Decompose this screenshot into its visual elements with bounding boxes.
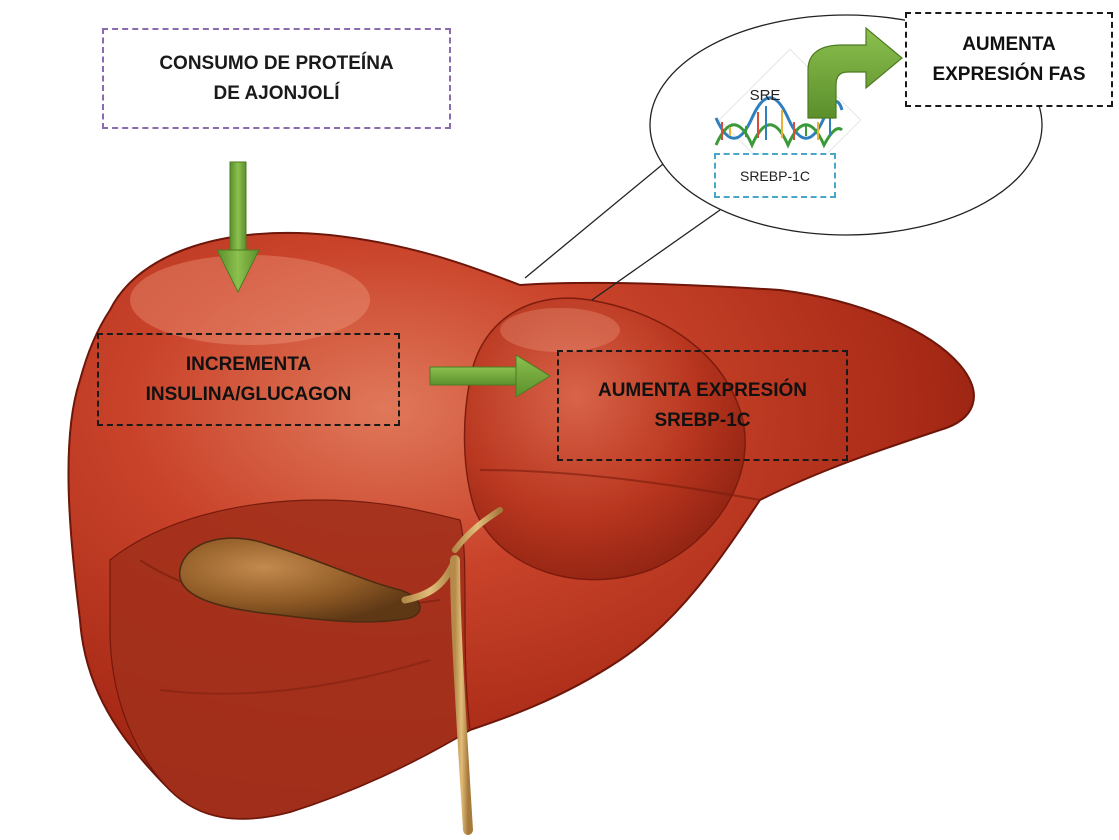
consumo-line2: DE AJONJOLÍ	[159, 79, 393, 109]
insulina-line1: INCREMENTA	[146, 350, 352, 380]
incrementa-insulina-box: INCREMENTA INSULINA/GLUCAGON	[97, 333, 400, 426]
zoom-line-upper	[525, 150, 680, 278]
sre-label: SRE	[730, 87, 800, 104]
fas-line2: EXPRESIÓN FAS	[932, 60, 1085, 90]
aumenta-expresion-fas-box: AUMENTA EXPRESIÓN FAS	[905, 12, 1113, 107]
fas-line1: AUMENTA	[932, 30, 1085, 60]
srebp-gene-box: SREBP-1C	[714, 153, 836, 198]
consumo-line1: CONSUMO DE PROTEÍNA	[159, 49, 393, 79]
srebp-line2: SREBP-1C	[598, 406, 807, 436]
liver-illustration	[68, 233, 973, 830]
insulina-line2: INSULINA/GLUCAGON	[146, 380, 352, 410]
aumenta-expresion-srebp-box: AUMENTA EXPRESIÓN SREBP-1C	[557, 350, 848, 461]
consumo-proteina-box: CONSUMO DE PROTEÍNA DE AJONJOLÍ	[102, 28, 451, 129]
srebp-line1: AUMENTA EXPRESIÓN	[598, 376, 807, 406]
srebp-gene-label: SREBP-1C	[740, 168, 810, 184]
